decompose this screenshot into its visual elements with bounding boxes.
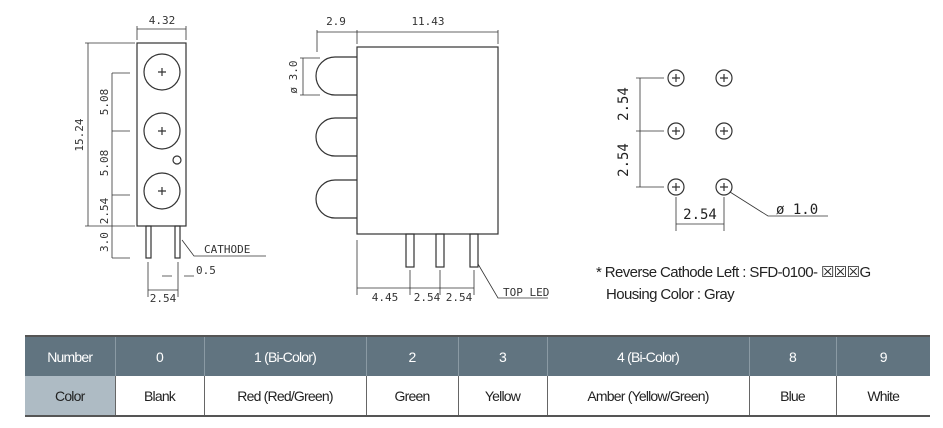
polarity-mark (172, 155, 182, 165)
front-view-body (356, 46, 499, 235)
pin-width-dim: 0.5 (196, 264, 216, 277)
pad-holes (667, 69, 733, 196)
pitch-dim-2: 5.08 (98, 150, 111, 177)
side-height-dim: 15.24 (73, 118, 86, 151)
led-domes (315, 56, 357, 219)
pin-offset-dim: 4.45 (372, 291, 399, 304)
number-cell: 9 (835, 335, 930, 376)
horizontal-pitch: 2.54 (683, 207, 717, 223)
side-view-body (136, 42, 187, 227)
led-dimension-drawing: 4.32 15.24 5.08 5.08 2.54 3.0 CATHODE 0.… (73, 14, 828, 305)
number-cell: 0 (114, 335, 204, 376)
pin-cathode (174, 225, 181, 259)
top-led-label: TOP LED (503, 286, 549, 299)
number-cell: 3 (457, 335, 547, 376)
part-note: * Reverse Cathode Left : SFD-0100- ☒☒☒G … (596, 262, 871, 306)
table-row: Color Blank Red (Red/Green) Green Yellow… (25, 376, 930, 416)
number-cell: 4 (Bi-Color) (546, 335, 749, 376)
pin-length-dim: 3.0 (98, 232, 111, 252)
pcb-footprint: 2.54 2.54 2.54 ø 1.0 (616, 69, 828, 231)
pin (435, 233, 445, 268)
front-view: 2.9 11.43 ø 3.0 4.45 2.54 2.54 TOP LED (287, 15, 549, 304)
pin-top-led (469, 233, 479, 268)
pin-pitch-dim-1: 2.54 (414, 291, 441, 304)
vertical-pitch-1: 2.54 (616, 87, 632, 121)
pin (405, 233, 415, 268)
reverse-cathode-note: * Reverse Cathode Left : SFD-0100- ☒☒☒G (596, 264, 871, 281)
color-cell: Green (365, 376, 458, 416)
bottom-offset-dim: 2.54 (98, 197, 111, 224)
pin-pitch-dim-2: 2.54 (446, 291, 473, 304)
body-length-dim: 11.43 (411, 15, 444, 28)
hole-diameter: ø 1.0 (776, 202, 818, 218)
color-cell: Red (Red/Green) (203, 376, 366, 416)
color-cell: Blue (748, 376, 836, 416)
led-lens-circles (143, 53, 182, 210)
number-cell: 1 (Bi-Color) (203, 335, 366, 376)
row-label: Color (25, 376, 115, 416)
table-header-row: Number 0 1 (Bi-Color) 2 3 4 (Bi-Color) 8… (25, 335, 930, 376)
color-cell: Yellow (457, 376, 547, 416)
header-label: Number (25, 335, 115, 376)
cathode-label: CATHODE (204, 243, 250, 256)
color-code-table: Number 0 1 (Bi-Color) 2 3 4 (Bi-Color) 8… (25, 335, 930, 417)
color-cell: Amber (Yellow/Green) (546, 376, 749, 416)
housing-color-note: Housing Color : Gray (606, 286, 735, 303)
number-cell: 2 (365, 335, 458, 376)
number-cell: 8 (748, 335, 836, 376)
pin (145, 225, 152, 259)
color-cell: White (835, 376, 930, 416)
vertical-pitch-2: 2.54 (616, 143, 632, 177)
side-view: 4.32 15.24 5.08 5.08 2.54 3.0 CATHODE 0.… (73, 14, 266, 305)
lens-diameter-dim: ø 3.0 (287, 60, 300, 93)
color-cell: Blank (114, 376, 204, 416)
side-width-dim: 4.32 (149, 14, 176, 27)
lens-depth-dim: 2.9 (326, 15, 346, 28)
pin-pitch-dim: 2.54 (150, 292, 177, 305)
pitch-dim-1: 5.08 (98, 89, 111, 116)
